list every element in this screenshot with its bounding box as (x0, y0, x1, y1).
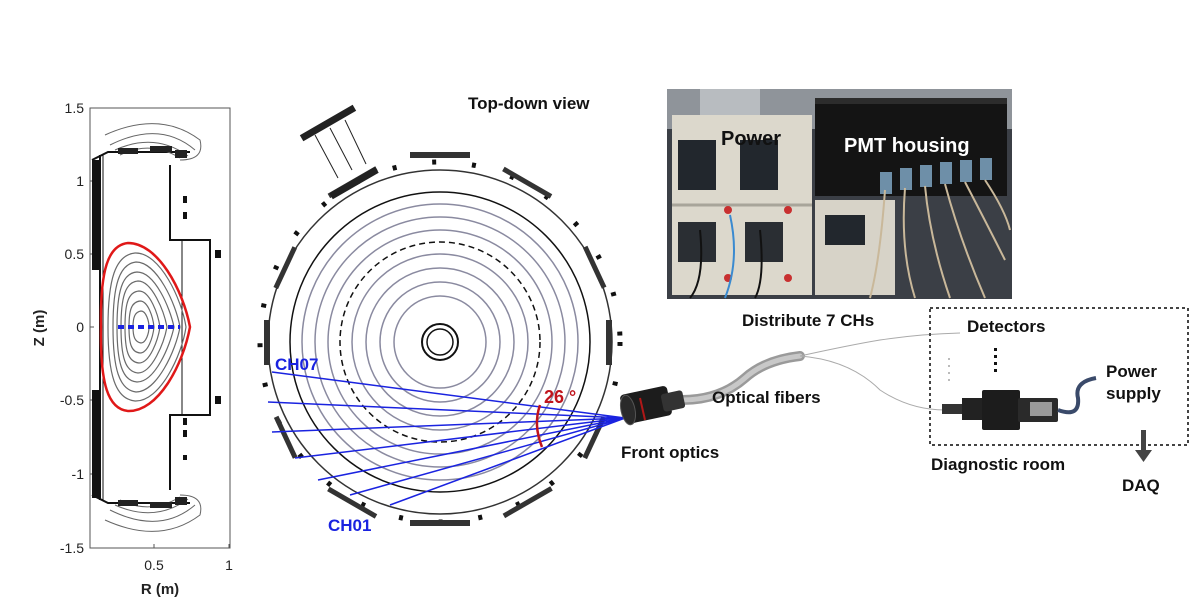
front-optics-label: Front optics (621, 443, 719, 462)
power-supply-label-1: Power (1106, 362, 1157, 381)
x-tick-label: 0.5 (144, 557, 164, 573)
y-tick-label: -0.5 (60, 392, 84, 408)
diagnostic-room-box (929, 307, 1189, 446)
daq-label: DAQ (1122, 476, 1160, 495)
angle-label: 26 ° (544, 387, 576, 407)
sightlines (267, 371, 626, 506)
y-axis-label: Z (m) (31, 310, 48, 347)
y-tick-label: -1 (72, 466, 85, 482)
pmt-detector (942, 390, 1058, 430)
ch07-label: CH07 (275, 355, 318, 374)
front-optics (619, 351, 805, 426)
poloidal-plot: 1.5 1 0.5 0 -0.5 -1 -1.5 0.5 1 R (m) Z (… (31, 100, 233, 598)
y-tick-label: 1.5 (65, 100, 85, 116)
upper-divertor-coils (118, 146, 187, 158)
daq-arrow (1135, 430, 1152, 462)
last-closed-flux-surface (99, 241, 192, 413)
x-tick-marks (153, 544, 230, 548)
y-tick-label: -1.5 (60, 540, 84, 556)
fiber-branches (799, 332, 961, 411)
ch01-label: CH01 (328, 516, 371, 535)
port-blocks (264, 152, 612, 526)
x-axis-label: R (m) (141, 581, 179, 598)
detector-dots (994, 348, 997, 372)
top-view-title: Top-down view (468, 94, 590, 113)
power-supply-label-2: supply (1106, 384, 1161, 403)
y-tick-label: 1 (76, 173, 84, 189)
port-ring (257, 159, 623, 525)
flux-circles (289, 191, 591, 493)
hardware-photo: Power PMT housing (667, 89, 1012, 299)
power-cable (1057, 376, 1097, 415)
y-tick-label: 0.5 (65, 246, 85, 262)
photo-power-label: Power (721, 128, 781, 150)
x-tick-label: 1 (225, 557, 233, 573)
outer-ring (267, 169, 613, 515)
top-down-view: 26 ° CH07 CH01 Top-down view (257, 94, 626, 535)
y-tick-label: 0 (76, 319, 84, 335)
optical-fibers-label: Optical fibers (712, 388, 821, 407)
wall-tiles (92, 160, 221, 498)
detectors-label: Detectors (967, 317, 1045, 336)
lower-divertor-coils (118, 497, 187, 508)
view-angle-arc (535, 404, 544, 448)
photo-pmt-label: PMT housing (844, 135, 970, 157)
diagnostic-room-label: Diagnostic room (931, 455, 1065, 474)
distribute-label: Distribute 7 CHs (742, 311, 874, 330)
port-extension (299, 104, 379, 200)
detector-dots-faint (948, 358, 950, 381)
